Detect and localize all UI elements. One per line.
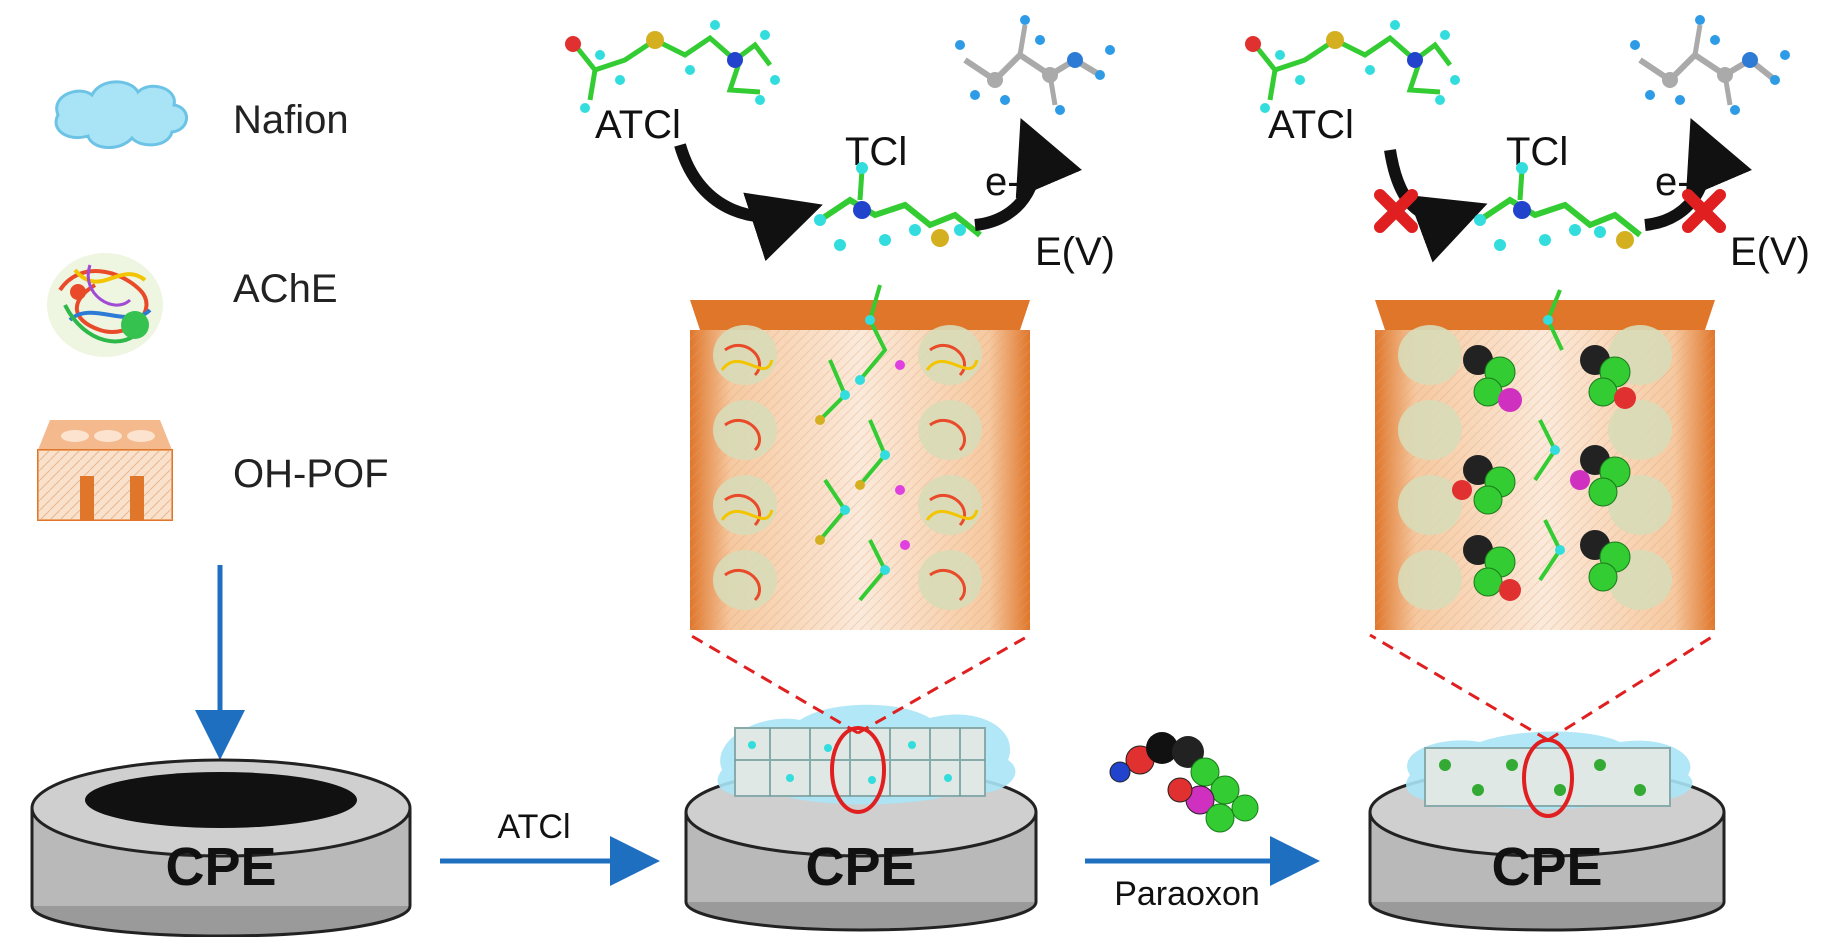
ache-cluster-right	[918, 325, 982, 610]
electron-label-inhibited: e-	[1655, 160, 1691, 204]
legend-label-oh-pof: OH-POF	[233, 452, 389, 496]
cpe-well	[85, 772, 357, 828]
legend-item-nafion: Nafion	[54, 80, 349, 149]
pof-film	[734, 727, 986, 797]
product-label-tcl-inhibited: TCl	[1506, 130, 1568, 174]
legend-label-ache: AChE	[233, 267, 338, 311]
conversion-arrow	[674, 143, 823, 262]
paraoxon-molecule-icon	[1109, 732, 1259, 833]
atcl-molecule-icon	[573, 34, 772, 101]
nafion-cloud-icon	[54, 80, 188, 149]
cpe-label-modified: CPE	[805, 837, 916, 897]
electron-arrow-inhibited	[1644, 117, 1752, 231]
reaction-scheme-inhibited: ATCl TCl e- E(V)	[1245, 15, 1810, 274]
substrate-label-atcl-inhibited: ATCl	[1268, 103, 1354, 147]
zoom-panel-inhibited	[1369, 289, 1716, 742]
conversion-arrow-inhibited	[1384, 149, 1488, 263]
electron-arrow	[974, 117, 1082, 231]
zoom-panel-active	[689, 284, 1031, 735]
cpe-electrode-inhibited: CPE	[1368, 731, 1726, 932]
inhibit-cross-left-icon	[1374, 189, 1418, 233]
zoom-ring	[830, 726, 886, 814]
cpe-electrode-bare: CPE	[30, 758, 412, 938]
oh-pof-framework-icon	[37, 420, 173, 521]
potential-label: E(V)	[1035, 230, 1115, 274]
cpe-label-bare: CPE	[165, 837, 276, 897]
cpe-label-inhibited: CPE	[1491, 837, 1602, 897]
pof-film-inhibited	[1424, 747, 1671, 807]
inhibit-cross-right-icon	[1682, 189, 1726, 233]
product-label-tcl: TCl	[845, 130, 907, 174]
legend-label-nafion: Nafion	[233, 98, 349, 142]
ache-cluster-left	[713, 325, 777, 610]
ache-enzyme-icon	[47, 253, 163, 357]
cpe-electrode-modified: CPE	[684, 704, 1038, 932]
legend: Nafion AChE	[37, 80, 389, 521]
paraoxon-bound-clusters	[1452, 345, 1636, 601]
dimer-molecule-icon	[955, 15, 1115, 115]
tcl-molecule-icon	[814, 162, 982, 251]
step-label-paraoxon: Paraoxon	[1114, 875, 1260, 913]
electron-label: e-	[985, 160, 1021, 204]
substrate-label-atcl: ATCl	[595, 103, 681, 147]
potential-label-inhibited: E(V)	[1730, 230, 1810, 274]
step-label-atcl: ATCl	[497, 808, 570, 846]
legend-item-ache: AChE	[47, 253, 338, 357]
reaction-scheme-active: ATCl TCl e- E(V)	[565, 15, 1115, 274]
legend-item-oh-pof: OH-POF	[37, 420, 389, 521]
